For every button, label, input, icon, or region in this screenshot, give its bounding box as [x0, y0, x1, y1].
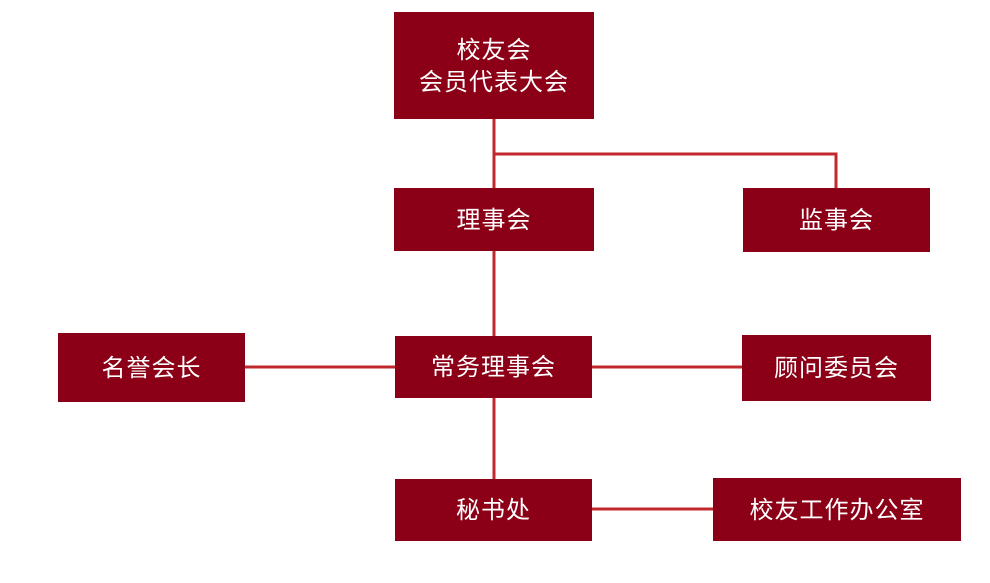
- node-supervisory-board: 监事会: [743, 188, 930, 252]
- node-council-label: 理事会: [456, 205, 532, 234]
- node-standing-council-label: 常务理事会: [431, 353, 556, 381]
- node-secretariat: 秘书处: [395, 479, 592, 541]
- connector-assembly-supervisory: [494, 152, 838, 188]
- node-standing-council: 常务理事会: [395, 336, 592, 398]
- node-member-assembly-line2: 会员代表大会: [419, 67, 569, 96]
- node-honorary-president: 名誉会长: [58, 333, 245, 402]
- node-secretariat-label: 秘书处: [456, 496, 531, 524]
- node-alumni-office: 校友工作办公室: [713, 478, 961, 541]
- node-council: 理事会: [394, 188, 594, 251]
- node-advisory-committee-label: 顾问委员会: [774, 354, 899, 382]
- node-supervisory-board-label: 监事会: [799, 206, 874, 234]
- node-honorary-president-label: 名誉会长: [101, 353, 202, 382]
- node-advisory-committee: 顾问委员会: [742, 335, 931, 401]
- node-member-assembly-line1: 校友会: [456, 35, 532, 64]
- node-alumni-office-label: 校友工作办公室: [749, 495, 925, 524]
- node-member-assembly: 校友会 会员代表大会: [394, 12, 594, 119]
